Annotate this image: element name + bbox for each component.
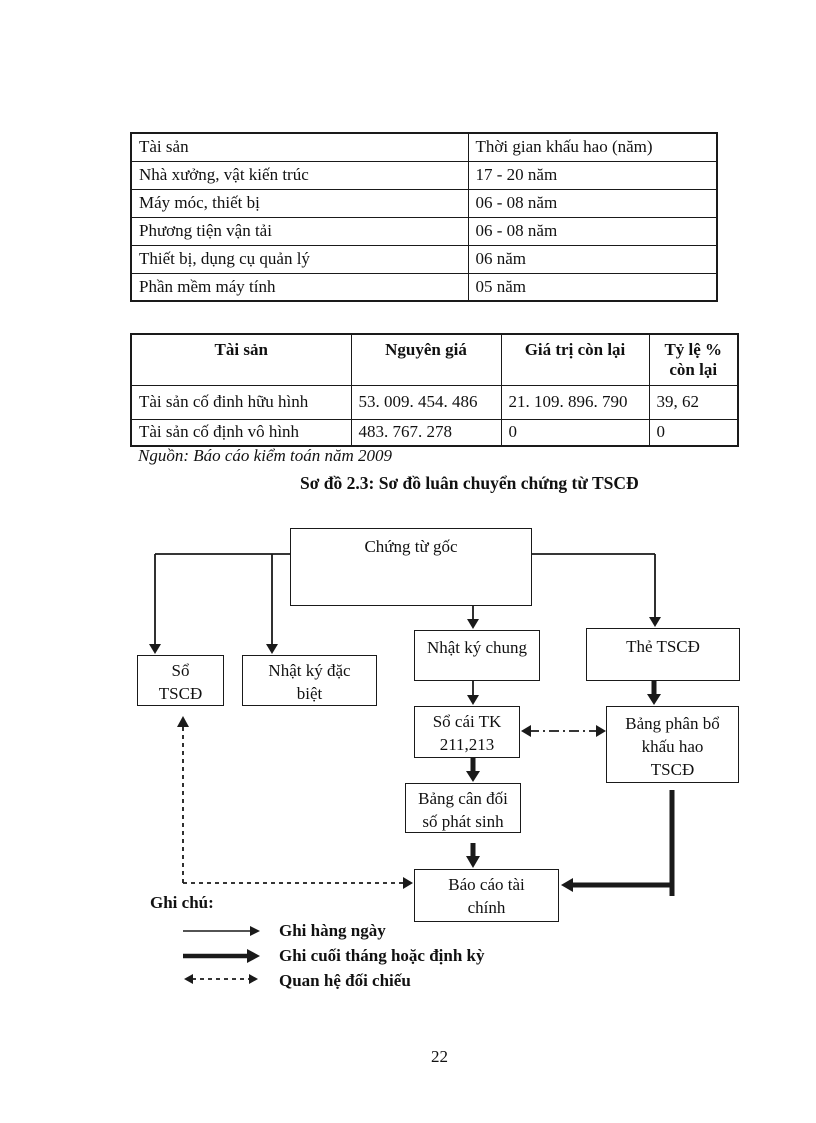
table-cell: 483. 767. 278 xyxy=(350,418,502,447)
table-row: Tài sản cố đinh hữu hình 53. 009. 454. 4… xyxy=(130,384,739,420)
source-note: Nguồn: Báo cáo kiểm toán năm 2009 xyxy=(138,446,393,465)
table-row: Phương tiện vận tải 06 - 08 năm xyxy=(130,216,718,246)
table-cell: Tài sản cố định vô hình xyxy=(130,418,352,447)
table-row: Tài sản Thời gian khấu hao (năm) xyxy=(130,132,718,162)
flow-box-bang-can-doi: Bảng cân đối số phát sinh xyxy=(405,783,521,833)
flow-box-nhat-ky-chung: Nhật ký chung xyxy=(414,630,540,681)
asset-value-table: Tài sản Nguyên giá Giá trị còn lại Tỷ lệ… xyxy=(130,333,739,447)
table-cell: Máy móc, thiết bị xyxy=(130,188,469,218)
table-row: Phần mềm máy tính 05 năm xyxy=(130,272,718,302)
table-cell: Phần mềm máy tính xyxy=(130,272,469,302)
page-number: 22 xyxy=(431,1047,448,1066)
table-cell: Thiết bị, dụng cụ quản lý xyxy=(130,244,469,274)
legend-title: Ghi chú: xyxy=(150,893,214,912)
legend-dashed-double-arrow xyxy=(184,974,258,984)
flow-box-bang-phan-bo: Bảng phân bổ khấu hao TSCĐ xyxy=(606,706,739,783)
table-cell: 21. 109. 896. 790 xyxy=(500,384,650,420)
table-cell: 0 xyxy=(500,418,650,447)
table-cell: Nhà xưởng, vật kiến trúc xyxy=(130,160,469,190)
table-cell: 06 - 08 năm xyxy=(467,216,718,246)
arrow-nhatkychung-to-socai xyxy=(467,681,479,705)
thick-arrow-bangphanbo-to-baocao xyxy=(561,790,675,896)
table-header-cell: Thời gian khấu hao (năm) xyxy=(467,132,718,162)
thick-arrow-bangcandoi-to-baocao xyxy=(466,843,480,868)
thick-arrow-socai-to-bangcandoi xyxy=(466,758,480,782)
table-cell: Tài sản cố đinh hữu hình xyxy=(130,384,352,420)
legend-item-reconcile: Quan hệ đối chiếu xyxy=(279,971,411,990)
arrow-to-nhat-ky-chung xyxy=(467,606,479,629)
thick-arrow-thetscd-to-bangphanbo xyxy=(647,681,661,705)
table-header-cell: Tài sản xyxy=(130,333,352,386)
flow-box-the-tscd: Thẻ TSCĐ xyxy=(586,628,740,681)
table-cell: 05 năm xyxy=(467,272,718,302)
table-cell: Phương tiện vận tải xyxy=(130,216,469,246)
flow-box-so-cai-tk: Sổ cái TK 211,213 xyxy=(414,706,520,758)
table-header-cell: Giá trị còn lại xyxy=(500,333,650,386)
flow-box-nhat-ky-dac-biet: Nhật ký đặc biệt xyxy=(242,655,377,706)
legend-item-periodic: Ghi cuối tháng hoặc định kỳ xyxy=(279,946,485,965)
arrow-to-the-tscd xyxy=(649,554,661,627)
table-row: Máy móc, thiết bị 06 - 08 năm xyxy=(130,188,718,218)
arrow-to-so-tscd xyxy=(149,554,161,654)
depreciation-period-table: Tài sản Thời gian khấu hao (năm) Nhà xưở… xyxy=(130,132,718,302)
legend-item-daily: Ghi hàng ngày xyxy=(279,921,386,940)
flow-box-chung-tu-goc: Chứng từ gốc xyxy=(290,528,532,606)
arrow-to-nhat-ky-dac-biet xyxy=(266,554,278,654)
table-cell: 17 - 20 năm xyxy=(467,160,718,190)
legend-thin-arrow xyxy=(183,926,260,936)
dashdot-arrow-socai-bangphanbo xyxy=(521,725,606,737)
table-cell: 0 xyxy=(648,418,739,447)
table-cell: 06 - 08 năm xyxy=(467,188,718,218)
dashed-arrow-sotscd-baocao xyxy=(177,716,413,889)
legend-thick-arrow xyxy=(183,949,260,963)
table-cell: 53. 009. 454. 486 xyxy=(350,384,502,420)
table-row: Thiết bị, dụng cụ quản lý 06 năm xyxy=(130,244,718,274)
table-header-cell: Tỷ lệ % còn lại xyxy=(648,333,739,386)
table-header-cell: Tài sản xyxy=(130,132,469,162)
table-cell: 39, 62 xyxy=(648,384,739,420)
table-row: Tài sản cố định vô hình 483. 767. 278 0 … xyxy=(130,418,739,447)
flow-box-so-tscd: Sổ TSCĐ xyxy=(137,655,224,706)
diagram-title: Sơ đồ 2.3: Sơ đồ luân chuyển chứng từ TS… xyxy=(300,473,639,493)
table-cell: 06 năm xyxy=(467,244,718,274)
table-row: Nhà xưởng, vật kiến trúc 17 - 20 năm xyxy=(130,160,718,190)
table-row: Tài sản Nguyên giá Giá trị còn lại Tỷ lệ… xyxy=(130,333,739,386)
table-header-cell: Nguyên giá xyxy=(350,333,502,386)
flow-box-bao-cao-tai-chinh: Báo cáo tài chính xyxy=(414,869,559,922)
